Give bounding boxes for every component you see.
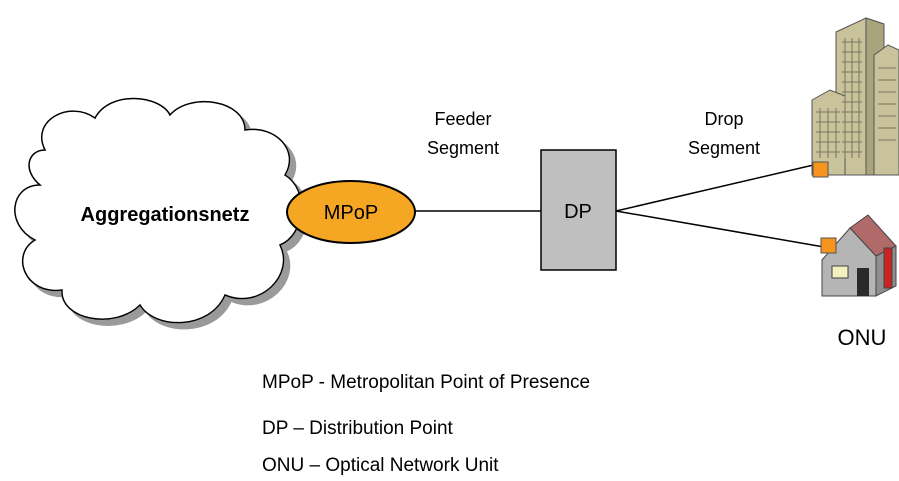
mpop-label: MPoP — [324, 202, 378, 224]
feeder-label-line1: Feeder — [434, 109, 491, 129]
house-icon — [820, 214, 897, 297]
onu-label: ONU — [838, 325, 887, 350]
dp-label: DP — [564, 201, 592, 223]
legend-item-dp: DP – Distribution Point — [262, 418, 453, 439]
drop-label-line2: Segment — [688, 138, 760, 158]
mpop-node: MPoP — [286, 180, 416, 244]
house-onu-port — [820, 237, 837, 254]
drop-label-line1: Drop — [704, 109, 743, 129]
aggregation-cloud: Aggregationsnetz — [14, 97, 303, 324]
building-onu-port — [812, 161, 829, 178]
aggregation-label: Aggregationsnetz — [81, 204, 250, 226]
legend-item-mpop: MPoP - Metropolitan Point of Presence — [262, 372, 591, 393]
building-icon — [811, 17, 899, 178]
drop-link-building — [615, 162, 823, 212]
dp-node: DP — [540, 149, 617, 271]
legend-item-onu: ONU – Optical Network Unit — [262, 455, 499, 476]
drop-link-house — [615, 210, 825, 248]
feeder-label-line2: Segment — [427, 138, 499, 158]
